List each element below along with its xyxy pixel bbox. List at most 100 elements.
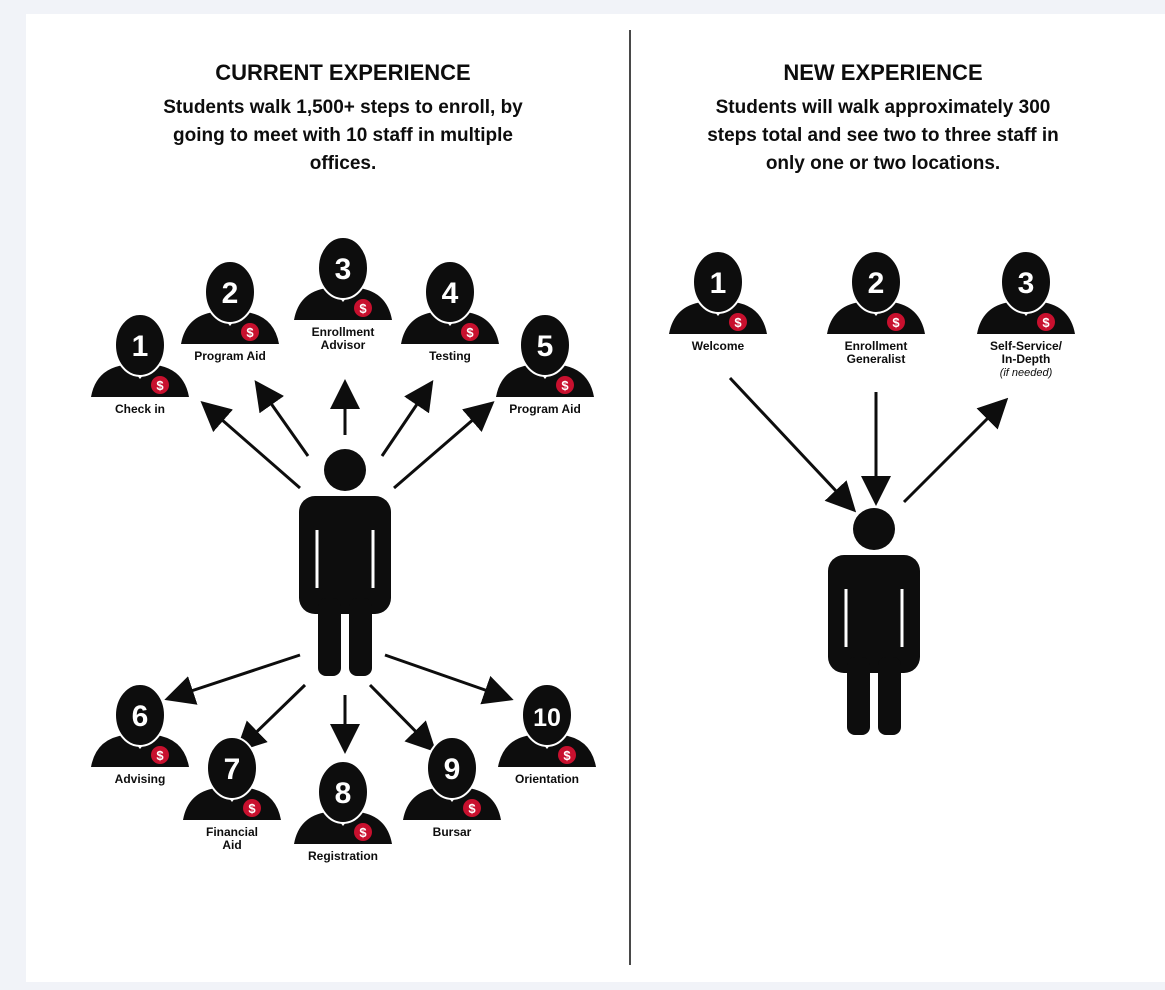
staff-label: Program Aid — [509, 402, 581, 416]
badge-glyph: $ — [248, 801, 256, 816]
staff-number: 8 — [335, 777, 352, 810]
current-staff-9: 9 $ Bursar — [403, 736, 501, 839]
arrow-line — [368, 683, 437, 753]
staff-number: 9 — [444, 753, 461, 786]
student-left-leg-icon — [318, 598, 341, 676]
staff-head-icon — [114, 313, 166, 377]
current-subtitle-line-1: Students walk 1,500+ steps to enroll, by — [163, 97, 523, 118]
arrow-line — [200, 401, 301, 490]
staff-label: Enrollment — [845, 339, 908, 353]
badge-icon — [556, 376, 574, 394]
badge-icon — [461, 323, 479, 341]
current-staff-4: 4$Testing — [401, 260, 499, 363]
new-experience-section: NEW EXPERIENCE Students will walk approx… — [669, 60, 1075, 735]
badge-glyph: $ — [734, 315, 742, 330]
badge-icon — [151, 376, 169, 394]
badge-icon — [1037, 313, 1055, 331]
badge-icon — [354, 823, 372, 841]
staff-label: Registration — [308, 849, 378, 863]
badge-icon — [243, 799, 261, 817]
staff-label: Check in — [115, 402, 165, 416]
badge-glyph: $ — [1042, 315, 1050, 330]
staff-label: Program Aid — [194, 349, 266, 363]
staff-number: 2 — [222, 277, 239, 310]
current-subtitle-line-2: going to meet with 10 staff in multiple — [173, 125, 513, 146]
arrow-line — [902, 397, 1009, 504]
badge-icon — [354, 299, 372, 317]
new-staff-3: 3$Self-Service/In-Depth(if needed) — [977, 250, 1075, 379]
arrow-line — [393, 401, 495, 490]
staff-label: Orientation — [515, 772, 579, 786]
staff-head-icon — [317, 760, 369, 824]
new-title: NEW EXPERIENCE — [783, 60, 982, 85]
staff-head-icon — [850, 250, 902, 314]
current-arrows — [164, 379, 514, 754]
badge-glyph: $ — [156, 748, 164, 763]
staff-head-icon — [424, 260, 476, 324]
staff-head-icon — [519, 313, 571, 377]
badge-glyph: $ — [563, 748, 571, 763]
staff-number: 3 — [1018, 267, 1035, 300]
staff-label: Financial — [206, 825, 258, 839]
student-head-icon — [324, 449, 366, 491]
current-staff-8: 8 $ Registration — [294, 760, 392, 863]
staff-number: 10 — [533, 704, 561, 732]
current-staff-10: 10 $ Orientation — [498, 683, 596, 786]
staff-head-icon — [1000, 250, 1052, 314]
new-subtitle-line-1: Students will walk approximately 300 — [716, 97, 1051, 118]
staff-head-icon — [114, 683, 166, 747]
staff-label: Bursar — [433, 825, 472, 839]
staff-label: Welcome — [692, 339, 745, 353]
badge-icon — [241, 323, 259, 341]
student-right-leg-icon — [878, 657, 901, 735]
current-staff-group: 1$Check in2$Program Aid3$EnrollmentAdvis… — [91, 236, 596, 863]
staff-head-icon — [206, 736, 258, 800]
staff-label: Advisor — [321, 338, 366, 352]
arrow-line — [164, 653, 301, 705]
student-left-leg-icon — [847, 657, 870, 735]
staff-head-icon — [521, 683, 573, 747]
badge-icon — [558, 746, 576, 764]
arrow-line — [728, 376, 857, 513]
staff-number: 1 — [710, 267, 727, 300]
new-subtitle-line-3: only one or two locations. — [766, 153, 1000, 174]
staff-head-icon — [204, 260, 256, 324]
badge-glyph: $ — [561, 378, 569, 393]
current-student-figure — [299, 449, 391, 676]
student-right-leg-icon — [349, 598, 372, 676]
badge-glyph: $ — [892, 315, 900, 330]
staff-number: 6 — [132, 700, 149, 733]
current-subtitle-line-3: offices. — [310, 153, 377, 174]
staff-number: 5 — [537, 330, 554, 363]
badge-glyph: $ — [359, 825, 367, 840]
current-staff-6: 6 $ Advising — [91, 683, 189, 786]
student-torso-icon — [828, 555, 920, 673]
staff-head-icon — [426, 736, 478, 800]
new-arrows — [728, 376, 1009, 513]
staff-number: 3 — [335, 253, 352, 286]
staff-note: (if needed) — [1000, 367, 1053, 379]
staff-label: Aid — [222, 838, 241, 852]
arrow-line — [235, 683, 307, 753]
staff-number: 2 — [868, 267, 885, 300]
current-staff-2: 2$Program Aid — [181, 260, 279, 363]
staff-label: Testing — [429, 349, 471, 363]
student-head-icon — [853, 508, 895, 550]
badge-glyph: $ — [468, 801, 476, 816]
badge-icon — [463, 799, 481, 817]
badge-icon — [151, 746, 169, 764]
staff-label: Enrollment — [312, 325, 375, 339]
current-staff-5: 5 $ Program Aid — [496, 313, 594, 416]
new-subtitle-line-2: steps total and see two to three staff i… — [707, 125, 1059, 146]
staff-label: Generalist — [847, 352, 906, 366]
arrow-line — [254, 380, 310, 457]
current-staff-1: 1$Check in — [91, 313, 189, 416]
staff-label: Self-Service/ — [990, 339, 1063, 353]
staff-number: 7 — [224, 753, 241, 786]
staff-number: 4 — [442, 277, 459, 310]
staff-label: Advising — [115, 772, 166, 786]
